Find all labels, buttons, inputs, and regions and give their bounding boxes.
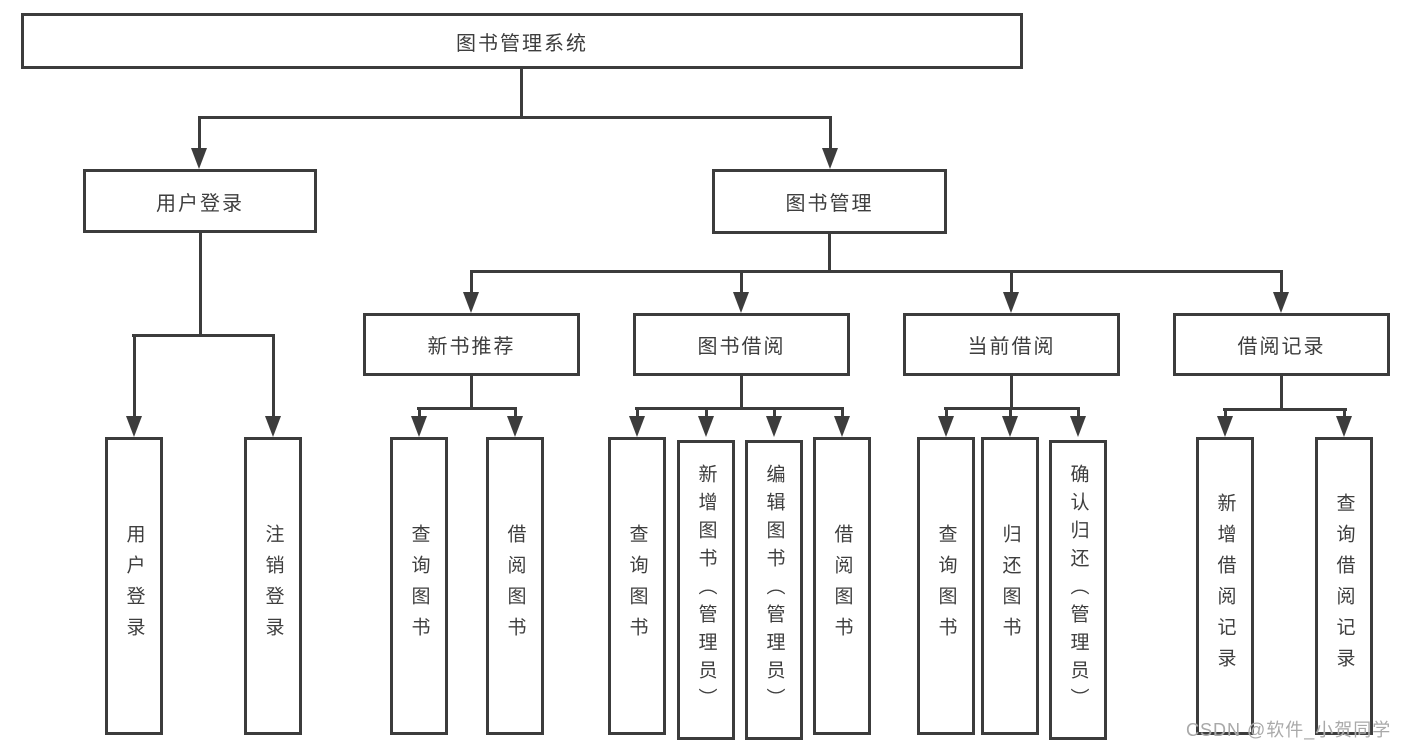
connector-line xyxy=(520,69,523,117)
node-borrowing-records: 借阅记录 xyxy=(1173,313,1390,376)
leaf-add-borrow-record: 新增借阅记录 xyxy=(1196,437,1254,735)
arrowhead-down-icon xyxy=(1070,416,1086,437)
node-label: 归还图书 xyxy=(999,524,1021,648)
node-current-borrowing: 当前借阅 xyxy=(903,313,1120,376)
connector-line xyxy=(1343,409,1346,418)
leaf-edit-book-admin: 编辑图书（管理员） xyxy=(745,440,803,740)
node-label: 注销登录 xyxy=(262,524,284,648)
connector-line xyxy=(828,234,831,271)
connector-line xyxy=(944,407,1080,410)
arrowhead-down-icon xyxy=(766,416,782,437)
node-label: 新书推荐 xyxy=(427,336,516,358)
connector-line xyxy=(132,334,275,337)
connector-line xyxy=(773,408,776,418)
leaf-user-login: 用户登录 xyxy=(105,437,163,735)
node-label: 图书借阅 xyxy=(697,336,786,358)
connector-line xyxy=(1280,271,1283,294)
arrowhead-down-icon xyxy=(411,416,427,437)
node-label: 借阅图书 xyxy=(504,524,526,648)
arrowhead-down-icon xyxy=(822,148,838,169)
arrowhead-down-icon xyxy=(1336,416,1352,437)
connector-line xyxy=(1223,408,1347,411)
connector-line xyxy=(945,408,948,418)
arrowhead-down-icon xyxy=(1273,292,1289,313)
arrowhead-down-icon xyxy=(191,148,207,169)
connector-line xyxy=(1010,271,1013,294)
arrowhead-down-icon xyxy=(629,416,645,437)
leaf-borrow-books: 借阅图书 xyxy=(813,437,871,735)
connector-line xyxy=(740,376,743,408)
connector-line xyxy=(705,408,708,418)
arrowhead-down-icon xyxy=(1003,292,1019,313)
leaf-return-book: 归还图书 xyxy=(981,437,1039,735)
arrowhead-down-icon xyxy=(834,416,850,437)
arrowhead-down-icon xyxy=(126,416,142,437)
connector-line xyxy=(470,270,1283,273)
connector-line xyxy=(740,271,743,294)
connector-line xyxy=(470,271,473,294)
node-label: 查询借阅记录 xyxy=(1333,493,1355,679)
node-label: 确认归还（管理员） xyxy=(1067,464,1089,716)
node-label: 借阅图书 xyxy=(831,524,853,648)
arrowhead-down-icon xyxy=(265,416,281,437)
csdn-watermark: CSDN @软件_小贺同学 xyxy=(1186,720,1392,740)
connector-line xyxy=(1077,408,1080,418)
node-book-management-branch: 图书管理 xyxy=(712,169,947,234)
connector-line xyxy=(1280,376,1283,410)
leaf-add-book-admin: 新增图书（管理员） xyxy=(677,440,735,740)
connector-line xyxy=(418,408,421,418)
node-library-management-system: 图书管理系统 xyxy=(21,13,1023,69)
arrowhead-down-icon xyxy=(733,292,749,313)
connector-line xyxy=(636,408,639,418)
node-book-borrowing: 图书借阅 xyxy=(633,313,850,376)
leaf-query-books-current: 查询图书 xyxy=(917,437,975,735)
node-label: 查询图书 xyxy=(408,524,430,648)
connector-line xyxy=(841,408,844,418)
node-label: 图书管理 xyxy=(785,193,874,215)
leaf-borrow-books-recommend: 借阅图书 xyxy=(486,437,544,735)
leaf-query-books-borrow: 查询图书 xyxy=(608,437,666,735)
arrowhead-down-icon xyxy=(938,416,954,437)
node-user-login-branch: 用户登录 xyxy=(83,169,317,233)
arrowhead-down-icon xyxy=(1002,416,1018,437)
node-label: 用户登录 xyxy=(123,524,145,648)
leaf-query-books-recommend: 查询图书 xyxy=(390,437,448,735)
connector-line xyxy=(514,408,517,418)
connector-line xyxy=(198,116,832,119)
node-label: 查询图书 xyxy=(626,524,648,648)
node-label: 查询图书 xyxy=(935,524,957,648)
node-label: 新增借阅记录 xyxy=(1214,493,1236,679)
arrowhead-down-icon xyxy=(1217,416,1233,437)
connector-line xyxy=(199,233,202,335)
node-label: 图书管理系统 xyxy=(456,32,588,55)
node-label: 新增图书（管理员） xyxy=(695,464,717,716)
node-label: 借阅记录 xyxy=(1237,336,1326,358)
connector-line xyxy=(417,407,517,410)
connector-line xyxy=(1009,408,1012,418)
connector-line xyxy=(1224,409,1227,418)
connector-line xyxy=(635,407,844,410)
node-label: 用户登录 xyxy=(156,192,244,215)
leaf-confirm-return-admin: 确认归还（管理员） xyxy=(1049,440,1107,740)
arrowhead-down-icon xyxy=(698,416,714,437)
connector-line xyxy=(272,335,275,417)
node-label: 编辑图书（管理员） xyxy=(763,464,785,716)
connector-line xyxy=(470,376,473,408)
connector-line xyxy=(198,117,201,149)
node-label: 当前借阅 xyxy=(967,336,1056,358)
leaf-query-borrow-record: 查询借阅记录 xyxy=(1315,437,1373,735)
connector-line xyxy=(1010,376,1013,408)
connector-line xyxy=(133,335,136,417)
arrowhead-down-icon xyxy=(463,292,479,313)
leaf-logout: 注销登录 xyxy=(244,437,302,735)
node-new-book-recommendation: 新书推荐 xyxy=(363,313,580,376)
connector-line xyxy=(829,117,832,149)
arrowhead-down-icon xyxy=(507,416,523,437)
